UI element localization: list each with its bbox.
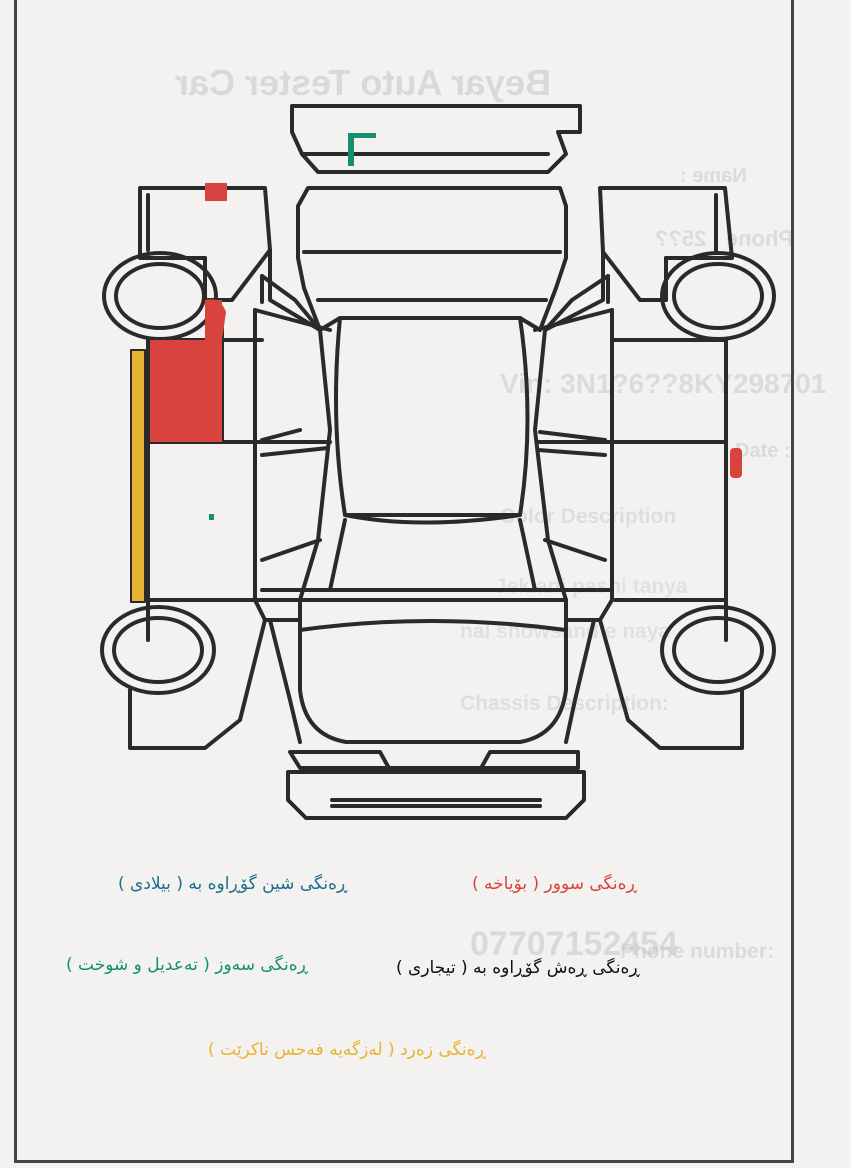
legend-red: ڕەنگی سوور ( بۆیاخە )	[472, 874, 637, 894]
date-label: Date :	[735, 440, 791, 462]
legend-black: ڕەنگی ڕەش گۆڕاوە بە ( تیجاری )	[396, 958, 640, 978]
page-frame	[14, 0, 794, 1163]
phone-number: 07707152454	[470, 925, 679, 963]
body-rear	[296, 186, 568, 332]
green-dot-left-door	[209, 514, 214, 520]
right-front-wheel	[660, 251, 776, 341]
print-line-1: Jeklani pashi tanya	[495, 575, 688, 598]
red-paint-rear-corner	[205, 183, 227, 201]
left-rear-wheel	[100, 605, 216, 695]
rear-panel	[290, 104, 582, 174]
vin-text: Vin: 3N1?6??8KY298701	[500, 368, 827, 399]
phone-number-label: Phone number:	[620, 940, 775, 963]
green-mark-trunk	[348, 133, 376, 166]
legend-green: ڕەنگی سەوز ( تەعدیل و شوخت )	[66, 955, 308, 975]
roof	[328, 316, 537, 592]
left-side	[128, 186, 337, 750]
front-bumper	[286, 750, 586, 820]
red-paint-left-door	[150, 340, 222, 442]
yellow-left-rocker	[130, 349, 146, 603]
hood	[298, 598, 568, 744]
red-paint-left-arch	[205, 299, 226, 340]
right-rear-wheel	[660, 605, 776, 695]
legend-yellow: ڕەنگی زەرد ( لەزگەیە فەحس ناکرێت )	[208, 1040, 486, 1060]
legend-blue: ڕەنگی شین گۆڕاوە بە ( بیلادی )	[118, 874, 348, 894]
red-mark-right-door	[730, 448, 742, 478]
left-front-wheel	[102, 251, 218, 341]
damage-markings	[130, 133, 742, 603]
